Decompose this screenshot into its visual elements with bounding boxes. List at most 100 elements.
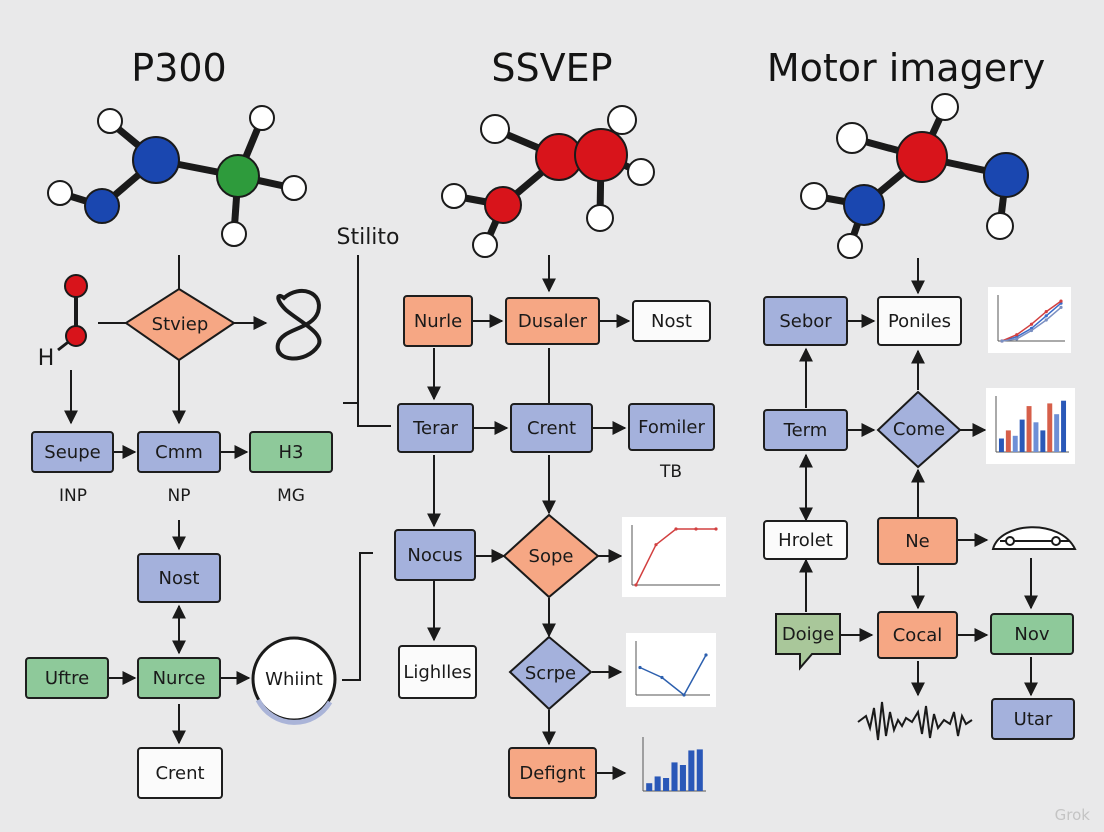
ssvep-atoms	[441, 105, 655, 258]
scrpe-label: Scrpe	[524, 662, 577, 684]
nov-node: Nov	[990, 613, 1074, 655]
fomiler-node: Fomiler	[628, 403, 715, 451]
chart-point	[1015, 333, 1019, 337]
atom-h	[281, 175, 307, 201]
atom-o	[896, 131, 948, 183]
chart-bar	[654, 776, 661, 791]
chart-point	[714, 527, 718, 531]
hrolet-node: Hrolet	[763, 520, 848, 560]
seupe-node: Seupe	[31, 431, 114, 473]
atom-h	[97, 108, 123, 134]
chart-point	[1044, 310, 1048, 314]
nost-node: Nost	[137, 553, 221, 603]
lighlles-node: Lighlles	[398, 645, 477, 699]
ne-node: Ne	[877, 517, 958, 565]
sebor-node: Sebor	[763, 296, 848, 346]
p300-title: P300	[131, 46, 227, 90]
chart-point	[638, 665, 642, 670]
chart-bar	[1019, 419, 1025, 452]
mg-label: MG	[277, 486, 305, 506]
cross-link-wire	[343, 402, 391, 427]
chart-series-line	[639, 654, 707, 697]
chart-point	[704, 653, 708, 657]
mini-chart-2	[626, 633, 716, 707]
chart-point	[1000, 339, 1004, 343]
chart-bar	[1033, 422, 1039, 452]
chart-bar	[1054, 414, 1060, 452]
chart-bar	[1047, 403, 1053, 452]
atom-c	[216, 154, 260, 198]
atom-h	[441, 183, 467, 209]
chart-series-line	[1001, 302, 1062, 342]
chart-point	[674, 527, 678, 531]
come-diamond	[876, 390, 962, 469]
chart-point	[694, 527, 698, 531]
sope-diamond	[502, 513, 600, 599]
term-node: Term	[763, 409, 848, 451]
p300-atoms	[47, 105, 307, 247]
chart-point	[1044, 318, 1048, 322]
atom-h	[221, 221, 247, 247]
chart-bar	[1061, 400, 1067, 452]
atom-h	[480, 114, 510, 144]
nurle-node: Nurle	[403, 295, 473, 347]
chart-point	[1059, 305, 1063, 309]
atom-h	[836, 122, 868, 154]
chart-point	[1015, 337, 1019, 341]
h3-node: H3	[249, 431, 333, 473]
stviep-diamond	[124, 287, 236, 362]
cmm-node: Cmm	[137, 431, 221, 473]
knot-icon	[275, 288, 322, 361]
chart-bar	[646, 783, 653, 791]
chart-point	[1029, 322, 1034, 326]
atom-h	[607, 105, 637, 135]
chart-bar	[1005, 430, 1011, 452]
crent-bottom-node: Crent	[137, 747, 223, 799]
chart-point	[1059, 299, 1063, 303]
atom-h	[986, 212, 1014, 240]
grok-watermark: Grok	[1054, 806, 1090, 824]
atom-h	[627, 158, 655, 186]
nost-output-node: Nost	[632, 300, 711, 342]
atom-n	[983, 152, 1029, 198]
atom-h	[800, 182, 828, 210]
defignt-node: Defignt	[508, 747, 597, 799]
chart-point	[1029, 328, 1034, 333]
chart-bar	[1040, 430, 1046, 452]
stilito-label: Stilito	[336, 225, 400, 250]
mini-chart-1	[622, 517, 726, 597]
chart-point	[1044, 314, 1048, 318]
atom-n	[84, 188, 120, 224]
nurce-node: Nurce	[137, 657, 221, 699]
h-label: H	[37, 346, 55, 371]
stviep-label: Stviep	[151, 314, 209, 335]
chart-series-line	[1001, 300, 1062, 342]
atom-h	[472, 232, 498, 258]
nocus-node: Nocus	[394, 529, 476, 581]
atom-o	[484, 186, 522, 224]
chart-bar	[1012, 435, 1018, 452]
chart-bar	[998, 438, 1004, 452]
chart-bar	[663, 778, 670, 791]
chart-point	[634, 583, 638, 587]
whiint-label: Whiint	[265, 668, 323, 690]
come-label: Come	[892, 419, 946, 440]
motor-imagery-title: Motor imagery	[766, 46, 1046, 90]
ssvep-title: SSVEP	[491, 46, 613, 90]
chart-series-line	[635, 528, 716, 586]
atom-h	[47, 180, 73, 206]
chart-bar	[1026, 406, 1032, 452]
vehicle-outline-icon	[991, 526, 1077, 550]
chart-point	[654, 543, 658, 547]
inp-label: INP	[59, 486, 87, 506]
doige-label: Doige	[781, 623, 835, 645]
utar-node: Utar	[991, 698, 1075, 740]
tb-label: TB	[659, 462, 683, 482]
sope-label: Sope	[528, 545, 574, 567]
atom-n	[132, 136, 180, 184]
chart-point	[682, 693, 686, 697]
poniles-node: Poniles	[877, 296, 962, 346]
atom-h	[837, 233, 863, 259]
eeg-signal-icon	[857, 701, 973, 741]
